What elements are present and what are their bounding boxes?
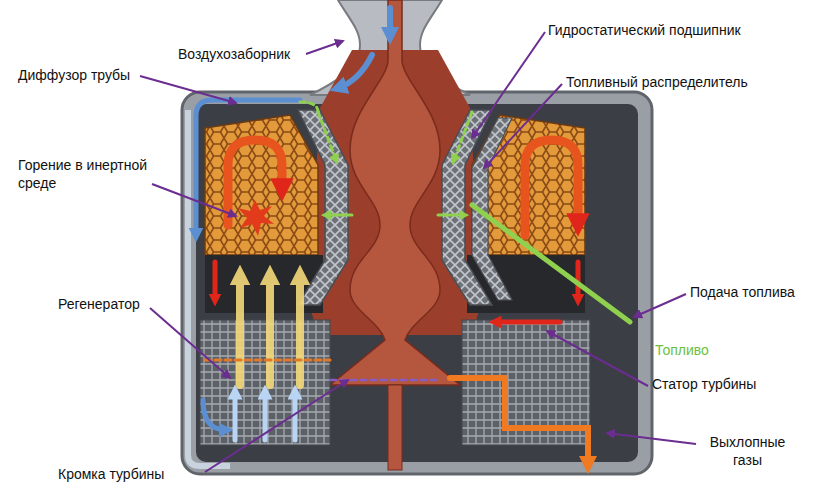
fuel-arrow bbox=[318, 112, 336, 160]
leader-line bbox=[547, 331, 648, 386]
flow-arrows bbox=[196, 8, 630, 465]
leader-line bbox=[472, 32, 545, 138]
leader-line bbox=[152, 184, 236, 216]
fuel-arrow bbox=[438, 214, 464, 217]
leader-line bbox=[484, 84, 562, 168]
bearing-lattice bbox=[298, 110, 348, 305]
leader-lines bbox=[140, 32, 696, 472]
callout-label: Регенератор bbox=[58, 296, 140, 314]
leader-line bbox=[140, 76, 236, 103]
fuel-arrow bbox=[454, 112, 472, 160]
leader-line bbox=[150, 308, 230, 378]
callout-label: Подача топлива bbox=[690, 284, 795, 302]
callout-label: Топливо bbox=[655, 342, 709, 360]
rotor bbox=[330, 0, 460, 385]
callout-label: Гидростатический подшипник bbox=[548, 22, 741, 40]
callout-label: Горение в инертной среде bbox=[18, 157, 158, 192]
callout-label: Воздухозаборник bbox=[178, 46, 290, 64]
callout-label: Топливный распределитель bbox=[566, 74, 748, 92]
fuel-line bbox=[472, 205, 630, 322]
air-arrow bbox=[233, 392, 238, 440]
exhaust-arrow bbox=[450, 378, 588, 465]
leader-line bbox=[634, 294, 686, 317]
air-arrow bbox=[203, 400, 226, 430]
leader-line bbox=[306, 41, 343, 54]
heated-air-arrow bbox=[236, 275, 244, 385]
callout-label: Выхлопные газы bbox=[700, 434, 795, 469]
fuel-arrow bbox=[300, 102, 318, 112]
air-arrow bbox=[338, 55, 372, 88]
combustion-arrow bbox=[525, 140, 578, 235]
exhaust-path bbox=[205, 359, 330, 362]
rotor-shaft bbox=[388, 385, 402, 470]
flame-burst bbox=[238, 200, 274, 236]
callout-label: Статор турбины bbox=[652, 376, 756, 394]
hot-gas-arrow bbox=[213, 262, 218, 300]
combustion-matrix bbox=[205, 115, 318, 255]
callout-label: Диффузор трубы bbox=[18, 67, 130, 85]
air-arrow bbox=[387, 8, 393, 36]
regenerator-core bbox=[200, 320, 330, 445]
hot-gas-arrow bbox=[495, 320, 560, 325]
heated-air-arrow bbox=[296, 275, 304, 385]
fuel-arrow bbox=[326, 214, 352, 217]
leader-line bbox=[205, 380, 348, 472]
callout-label: Кромка турбины bbox=[58, 466, 164, 484]
leader-line bbox=[607, 433, 696, 444]
heated-air-arrow bbox=[266, 275, 274, 385]
air-arrow bbox=[196, 100, 300, 235]
